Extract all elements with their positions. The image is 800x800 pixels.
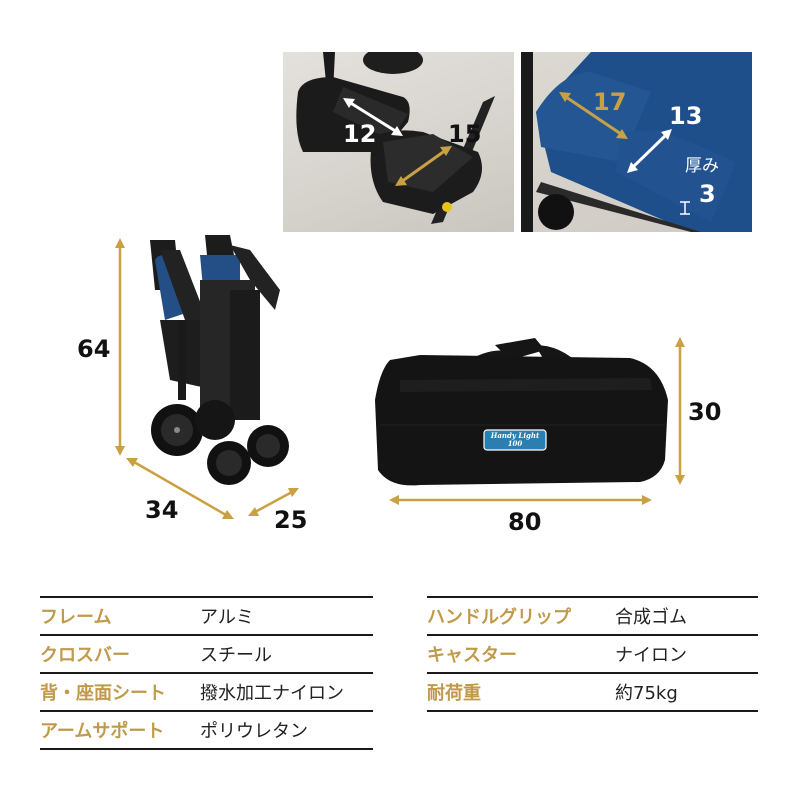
bag-height-label: 30 xyxy=(688,398,722,426)
spec-value: ナイロン xyxy=(615,645,687,666)
seat-photo: 17 13 厚み 3 xyxy=(521,52,752,232)
spec-row: アームサポート ポリウレタン xyxy=(40,710,373,750)
footrest-depth-label: 15 xyxy=(448,120,482,148)
folded-width-label: 34 xyxy=(145,496,179,524)
spec-row: 耐荷重 約75kg xyxy=(427,672,758,712)
seat-arrows-icon xyxy=(559,92,690,215)
footrest-width-label: 12 xyxy=(343,120,377,148)
spec-value: 合成ゴム xyxy=(615,607,687,628)
folded-wheelchair-illustration xyxy=(150,235,289,485)
thickness-value: 3 xyxy=(699,180,716,208)
bag-width-label: 80 xyxy=(508,508,542,536)
seat-width-label: 17 xyxy=(593,88,627,116)
bag-tag-brand: Handy Light xyxy=(490,431,540,440)
spec-key: キャスター xyxy=(427,645,517,666)
spec-key: 背・座面シート xyxy=(40,683,166,704)
bag-dimension-arrows-icon xyxy=(389,337,685,505)
spec-value: 撥水加工ナイロン xyxy=(200,683,344,704)
spec-row: ハンドルグリップ 合成ゴム xyxy=(427,596,758,634)
carry-bag: Handy Light 100 30 80 xyxy=(360,330,760,540)
spec-row: 背・座面シート 撥水加工ナイロン xyxy=(40,672,373,710)
spec-table-left: フレーム アルミ クロスバー スチール 背・座面シート 撥水加工ナイロン アーム… xyxy=(40,596,373,750)
spec-table-right: ハンドルグリップ 合成ゴム キャスター ナイロン 耐荷重 約75kg xyxy=(427,596,758,712)
folded-dimension-arrows-icon xyxy=(115,238,299,519)
spec-row: フレーム アルミ xyxy=(40,596,373,634)
spec-key: フレーム xyxy=(40,607,112,628)
bag-tag-model: 100 xyxy=(507,439,523,448)
spec-key: クロスバー xyxy=(40,645,130,666)
spec-value: アルミ xyxy=(200,607,254,628)
bag-tag: Handy Light 100 xyxy=(486,432,544,448)
carry-bag-illustration xyxy=(375,338,668,486)
spec-row: キャスター ナイロン xyxy=(427,634,758,672)
spec-value: スチール xyxy=(200,645,272,666)
spec-value: ポリウレタン xyxy=(200,721,308,742)
spec-key: 耐荷重 xyxy=(427,683,481,704)
spec-key: アームサポート xyxy=(40,721,165,742)
footrest-width-arrow-icon xyxy=(343,98,452,186)
spec-key: ハンドルグリップ xyxy=(427,607,571,628)
thickness-caption: 厚み xyxy=(685,156,719,176)
footrest-photo: 12 15 xyxy=(283,52,514,232)
folded-depth-label: 25 xyxy=(274,506,308,534)
seat-depth-label: 13 xyxy=(669,102,703,130)
folded-height-label: 64 xyxy=(77,335,111,363)
spec-row: クロスバー スチール xyxy=(40,634,373,672)
spec-value: 約75kg xyxy=(615,683,678,704)
folded-wheelchair: 64 34 25 xyxy=(0,230,330,540)
